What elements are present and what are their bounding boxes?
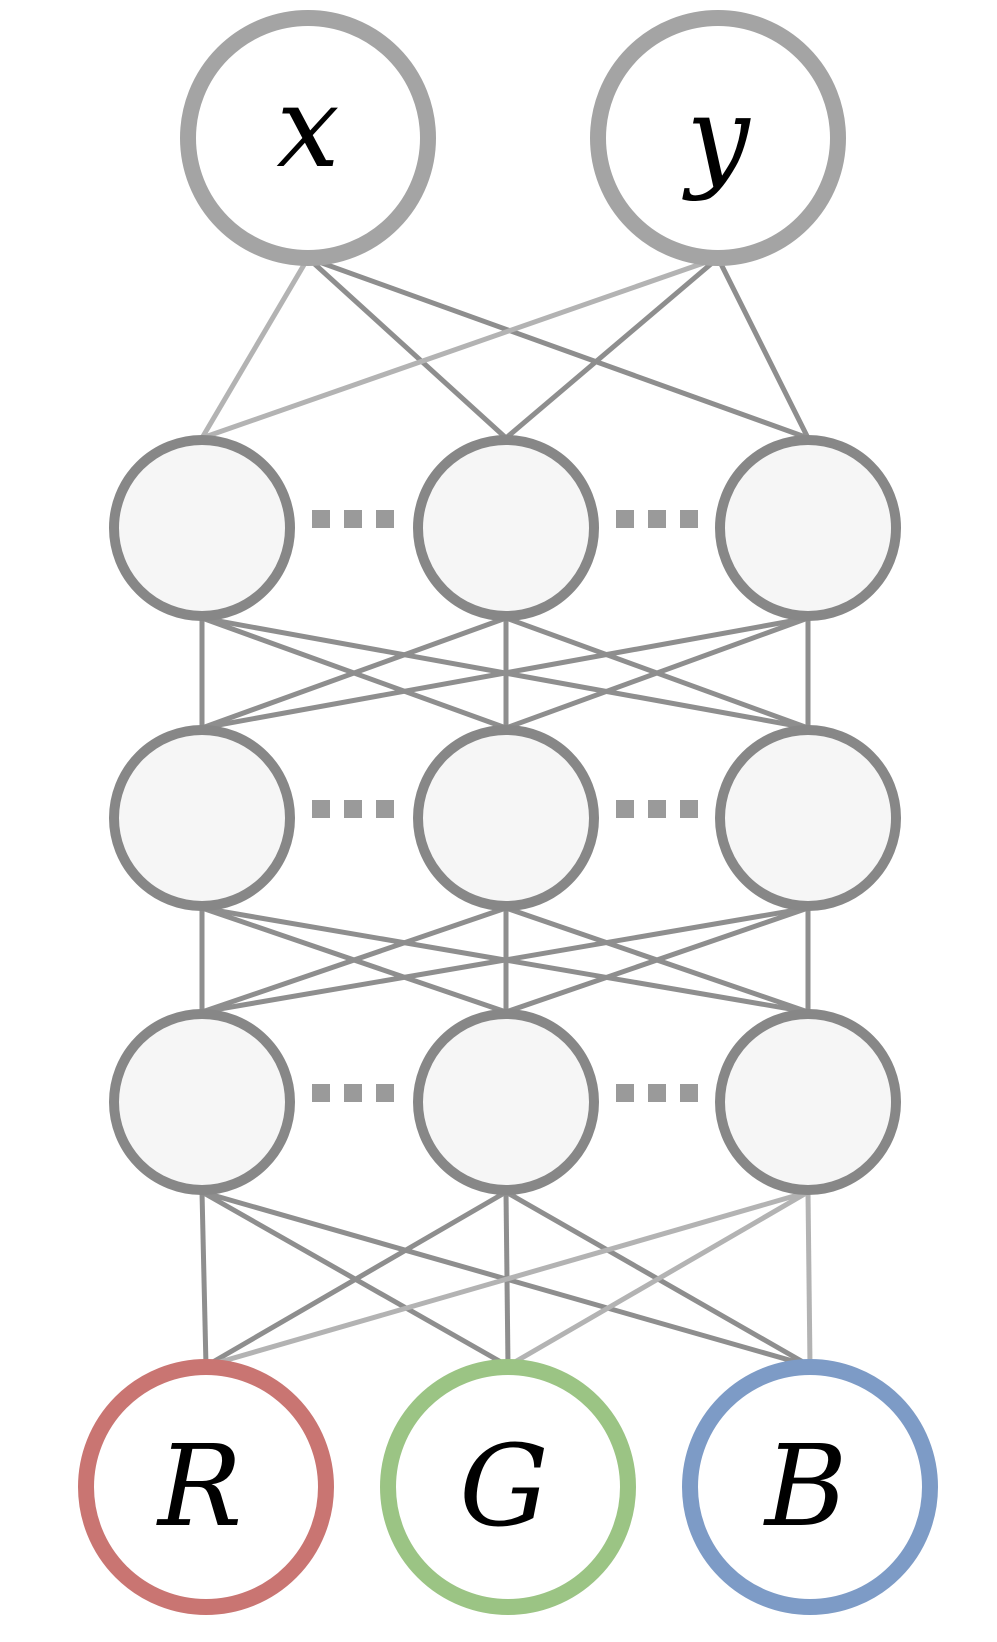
connection-edges — [199, 255, 813, 1369]
hidden-layer-3 — [109, 1009, 901, 1195]
ellipsis-dot-h3-2-3 — [680, 1084, 698, 1102]
hidden-node-3-3 — [715, 1009, 901, 1195]
edge-h2-2-h3-1 — [201, 905, 507, 1015]
hidden-node-2-2 — [413, 725, 599, 911]
ellipsis-dot-h1-2-2 — [648, 510, 666, 528]
output-label-b: B — [763, 1422, 847, 1552]
ellipsis-dot-h2-1-2 — [344, 800, 362, 818]
ellipsis-dot-h2-1-1 — [312, 800, 330, 818]
edge-h1-2-h2-1 — [201, 615, 507, 731]
ellipsis-dot-h2-2-3 — [680, 800, 698, 818]
edge-x-h1-3 — [307, 255, 809, 441]
edge-y-h1-2 — [504, 256, 720, 440]
input-node-x: x — [180, 10, 436, 266]
input-node-y: y — [590, 10, 846, 266]
edge-y-h1-1 — [201, 255, 719, 441]
ellipsis-dot-h1-1-1 — [312, 510, 330, 528]
ellipsis-dot-h1-2-3 — [680, 510, 698, 528]
hidden-node-3-2 — [413, 1009, 599, 1195]
output-node-r: R — [78, 1359, 334, 1615]
hidden-node-1-1 — [109, 435, 295, 621]
hidden-layers — [109, 435, 901, 1195]
hidden-node-3-1 — [109, 1009, 295, 1195]
ellipsis-dots — [312, 510, 698, 1102]
hidden-node-1-3 — [715, 435, 901, 621]
edge-h1-3-h2-1 — [201, 615, 809, 731]
edge-h3-2-out-1 — [204, 1189, 508, 1369]
ellipsis-dot-h1-2-1 — [616, 510, 634, 528]
edge-h1-3-h2-2 — [505, 615, 809, 731]
edge-h3-3-out-3 — [805, 1191, 813, 1367]
output-label-g: G — [459, 1422, 548, 1552]
ellipsis-dot-h2-1-3 — [376, 800, 394, 818]
ellipsis-dot-h3-1-3 — [376, 1084, 394, 1102]
edge-h3-1-out-1 — [199, 1191, 209, 1367]
output-label-r: R — [156, 1422, 242, 1552]
hidden-layer-2 — [109, 725, 901, 911]
ellipsis-dot-h3-1-1 — [312, 1084, 330, 1102]
ellipsis-dot-h1-1-2 — [344, 510, 362, 528]
ellipsis-dot-h1-1-3 — [376, 510, 394, 528]
edge-y-h1-3 — [715, 256, 811, 440]
ellipsis-dot-h3-2-1 — [616, 1084, 634, 1102]
hidden-layer-1 — [109, 435, 901, 621]
edge-h2-3-h3-1 — [201, 905, 809, 1015]
hidden-node-2-3 — [715, 725, 901, 911]
ellipsis-dot-h3-1-2 — [344, 1084, 362, 1102]
ellipsis-dot-h2-2-1 — [616, 800, 634, 818]
input-layer: x y — [180, 10, 846, 266]
edge-h2-3-h3-2 — [505, 905, 809, 1015]
ellipsis-dot-h2-2-2 — [648, 800, 666, 818]
output-layer: R G B — [78, 1359, 938, 1615]
edge-x-h1-1 — [199, 256, 311, 440]
hidden-node-2-1 — [109, 725, 295, 911]
input-label-y: y — [681, 73, 751, 203]
hidden-node-1-2 — [413, 435, 599, 621]
input-label-x: x — [276, 63, 339, 193]
output-node-b: B — [682, 1359, 938, 1615]
edge-h3-3-out-2 — [506, 1189, 810, 1369]
output-node-g: G — [380, 1359, 636, 1615]
ellipsis-dot-h3-2-2 — [648, 1084, 666, 1102]
edge-h3-3-out-1 — [205, 1189, 809, 1369]
edge-x-h1-2 — [306, 256, 508, 440]
